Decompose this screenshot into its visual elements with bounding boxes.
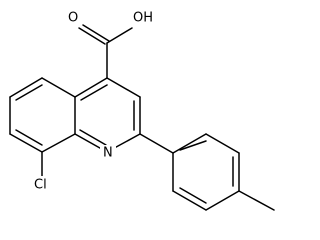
bond-c8-c8a: [41, 133, 76, 153]
bond-n-c8a-inner: [79, 129, 107, 146]
o-label-bg: [66, 8, 82, 26]
carbonyl-oxygen-label: O: [68, 11, 78, 26]
cl-label-bg: [32, 176, 54, 194]
bond-c7-c8-inner: [15, 129, 43, 146]
bond-c4a-c5: [41, 77, 76, 98]
bond-c5-c6: [9, 77, 43, 98]
n-label-bg: [100, 145, 116, 161]
bond-c4p-c5p: [205, 190, 240, 211]
bond-c4a-c4: [74, 77, 108, 98]
hydroxyl-label: OH: [133, 11, 153, 26]
bond-c7-c8: [9, 133, 43, 153]
bond-c4a-c4-inner: [80, 84, 108, 101]
bond-c4-c3: [106, 77, 141, 98]
bond-c-o-double-1: [78, 27, 106, 45]
bond-c2p-c3p: [205, 133, 240, 154]
bond-c4p-methyl: [238, 190, 275, 211]
bond-c5p-c6p-inner: [179, 187, 207, 204]
bond-c1p-c2p-inner: [179, 140, 207, 151]
bond-c-o-double-2: [82, 24, 110, 42]
bond-c5p-c6p: [172, 190, 207, 211]
chlorine-label: Cl: [34, 178, 47, 193]
oh-label-bg: [131, 8, 157, 26]
chemical-structure-diagram: O OH N Cl: [9, 8, 275, 211]
bond-c-oh: [106, 27, 133, 44]
nitrogen-label: N: [103, 146, 113, 161]
bond-c1p-c2p: [172, 133, 207, 154]
bond-c2-c1p: [139, 133, 174, 154]
bond-c5-c6-inner: [15, 84, 43, 101]
